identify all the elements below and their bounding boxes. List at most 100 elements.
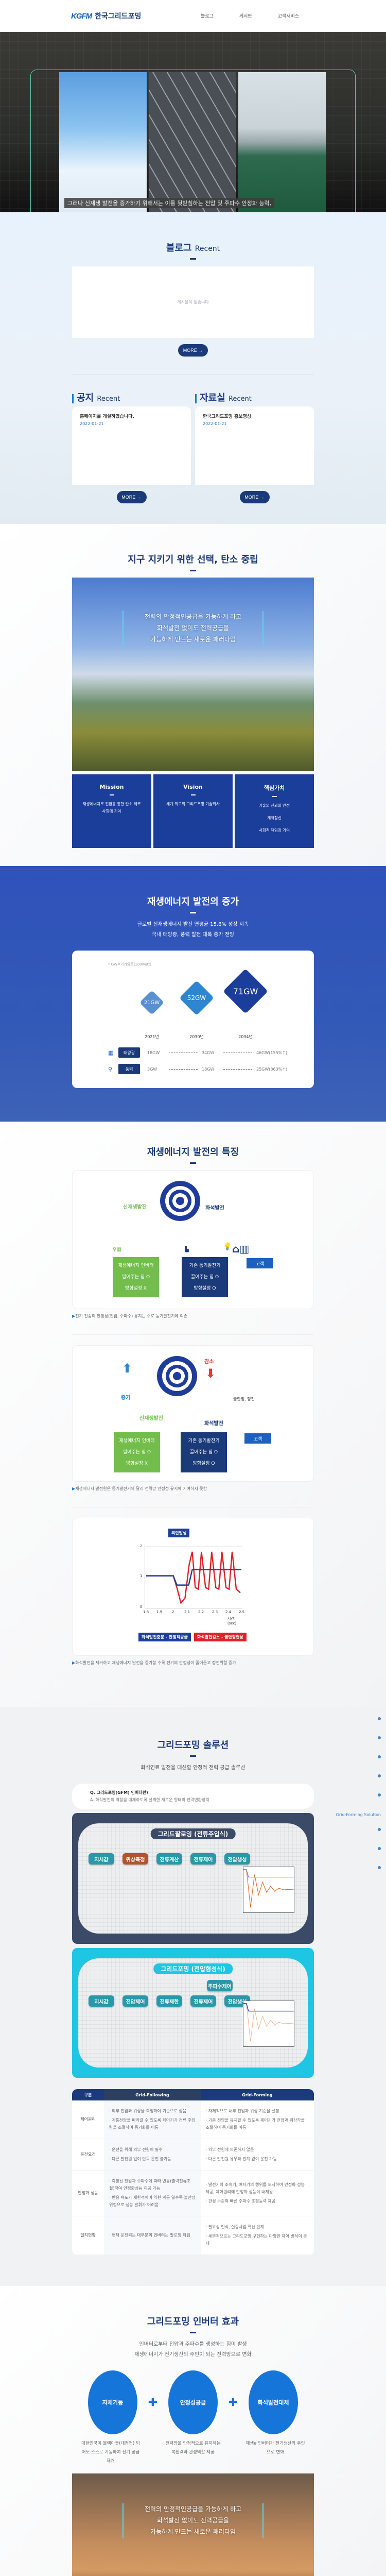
year-label: 2030년	[189, 1035, 204, 1039]
card-line: 사회적 책임과 기여	[259, 828, 290, 833]
section-title: 그리드포밍 솔루션	[157, 1740, 229, 1751]
power-tower-image: 전력의 안정적인공급을 가능하게 하고 화석발전 없이도 전력공급을 가능하게 …	[72, 2473, 314, 2576]
renewable-features-section: 재생에너지 발전의 특징 신재생발전 화석발전 ⚲▦ ▙ ⌂▥ 💡 재생에너지 …	[0, 1122, 386, 1707]
diamond-value: 71GW	[233, 986, 258, 996]
table-row: 운전요건 · 운전을 위해 외부 전원이 필수· 다른 발전원 없이 단독 운전…	[72, 2139, 314, 2171]
cell-text: · 현재 운전되는 대부분의 인버터는 팔로잉 타입	[109, 2233, 190, 2238]
archive-item-title[interactable]: 한국그리드포밍 홍보영상	[203, 414, 252, 419]
block: 전압생성	[224, 1853, 250, 1865]
grid-following-diagram: 그리드팔로잉 (전류주입식) 지시값 위상측정 전류계산 전류제어 전압생성	[72, 1813, 314, 1944]
dam-image	[238, 72, 326, 212]
core-values-card: 핵심가치 기술의 신뢰와 안정 개척정신 사회적 책임과 기여	[235, 774, 314, 848]
block: 전압제어	[122, 1995, 148, 2007]
cell-text: · 관성 수준의 빠른 주파수 조정능력 제공	[205, 2199, 276, 2204]
logo[interactable]: KGFM 한국그리드포밍	[71, 11, 141, 21]
diagram-canvas: 그리드팔로잉 (전류주입식) 지시값 위상측정 전류계산 전류제어 전압생성	[78, 1823, 308, 1934]
block: 전류제어	[190, 1995, 216, 2007]
notice-item-title[interactable]: 홈페이지를 개설하였습니다.	[80, 414, 134, 419]
separator	[72, 1334, 314, 1335]
y-tick: 0	[140, 1605, 143, 1609]
side-nav-dot[interactable]	[378, 1828, 381, 1831]
generator-box: 기존 동기발전기 끌어주는 힘 O 방향설정 O	[182, 1257, 228, 1297]
value-2034: 25GW(863%↑)	[256, 1066, 288, 1072]
recent-label: Recent	[97, 395, 120, 403]
nav-customer-service[interactable]: 고객서비스	[277, 14, 300, 19]
logo-text: 한국그리드포밍	[95, 12, 142, 21]
archive-title-text: 자료실	[200, 393, 225, 403]
archive-column: 자료실 Recent 한국그리드포밍 홍보영상 2022-01-21 MORE …	[195, 394, 314, 503]
section-subtitle: 글로벌 신재생에너지 발전 연평균 15.6% 성장 지속	[137, 922, 249, 927]
side-nav-dot[interactable]	[378, 1793, 381, 1797]
blog-title-text: 블로그	[166, 243, 192, 253]
fossil-label: 화석발전	[204, 1421, 223, 1427]
side-nav-dot[interactable]	[378, 1866, 381, 1869]
cell-text: · 외부 전원에 의존하지 않음	[205, 2147, 254, 2152]
site-header: KGFM 한국그리드포밍 블로그 게시판 고객서비스	[0, 0, 386, 32]
decrease-label: 감소	[204, 1359, 214, 1365]
customer-label: 고객	[244, 1433, 271, 1444]
vision-card: Vision 세계 최고의 그리드포밍 기술회사	[153, 774, 233, 848]
section-subtitle: 화석연료 발전을 대신할 안정적 전력 공급 솔루션	[141, 1765, 245, 1771]
side-nav-dot[interactable]	[378, 1755, 381, 1758]
nav-blog[interactable]: 블로그	[201, 14, 214, 19]
section-subtitle: 국내 태양광, 풍력 발전 대폭 증가 전망	[151, 932, 235, 938]
cell-text: · 계통전압을 따라갈 수 있도록 제어기가 전류 주입량을 조절하여 동기화를…	[109, 2118, 196, 2130]
x-tick: 2.4	[225, 1610, 232, 1614]
block-chain: 지시값 전압제어 전류제한 전류제어 전압생성	[89, 1995, 250, 2007]
quote-line: 화석발전 없이도 전력공급을	[156, 624, 230, 632]
blog-empty-text: 게시물이 없습니다	[177, 300, 209, 304]
table-header: Grid-Following	[104, 2089, 201, 2100]
side-nav-active-label[interactable]: Grid-Forming Solution	[336, 1812, 381, 1817]
effect-desc: 재생e 인버터가 전기생산의 주인으로 변화	[245, 2441, 305, 2455]
blog-more-button[interactable]: MORE →	[178, 344, 208, 357]
tug-of-war-diagram-1: 신재생발전 화석발전 ⚲▦ ▙ ⌂▥ 💡 재생에너지 인버터 밀어주는 힘 O …	[72, 1170, 314, 1309]
title-bar	[190, 258, 196, 260]
box-line: 방향설정 O	[192, 1461, 215, 1466]
effect-circle: 화석발전대체	[249, 2370, 298, 2434]
box-line: 기존 동기발전기	[189, 1263, 221, 1268]
box-line: 밀어주는 힘 O	[122, 1450, 151, 1455]
side-nav-dot[interactable]	[378, 1847, 381, 1850]
feature-note: 재생에너지 발전원은 동기발전기와 달리 전력망 안정성 유지에 기여하지 못함	[72, 1486, 314, 1492]
box-line: 재생에너지 인버터	[119, 1438, 155, 1444]
renewable-growth-section: 재생에너지 발전의 증가 글로벌 신재생에너지 발전 연평균 15.6% 성장 …	[0, 866, 386, 1122]
nav-board[interactable]: 게시판	[239, 14, 252, 19]
value-2030: 34GW	[202, 1050, 215, 1055]
paradigm-quote: 전력의 안정적인공급을 가능하게 하고 화석발전 없이도 전력공급을 가능하게 …	[122, 611, 264, 646]
side-nav-dot[interactable]	[378, 1736, 381, 1739]
quote-line: 전력의 안정적인공급을 가능하게 하고	[144, 613, 242, 620]
quote-line: 전력의 안정적인공급을 가능하게 하고	[144, 2505, 242, 2513]
notice-more-button[interactable]: MORE →	[116, 491, 147, 503]
wind-turbine-icon: ⚲	[108, 1065, 113, 1073]
mission-vision-row: Mission 재생에너지로 전환을 통한 탄소 제로 사회에 기여 Visio…	[72, 774, 314, 848]
cell-text: · 다른 발전원 유무와 관계 없이 운전 가능	[205, 2157, 277, 2161]
value-2034: 46GW(155%↑)	[256, 1050, 288, 1055]
main-nav: 블로그 게시판 고객서비스	[201, 12, 299, 19]
x-tick: 2	[172, 1610, 174, 1614]
solar-panel-icon: ▦	[108, 1049, 114, 1056]
target-icon	[160, 1181, 200, 1221]
card-title: Vision	[183, 784, 203, 790]
box-line: 밀어주는 힘 O	[121, 1275, 150, 1280]
archive-list: 한국그리드포밍 홍보영상 2022-01-21	[195, 406, 314, 485]
legend-unstable: 화석발전감소 - 불안정현상	[194, 1633, 247, 1641]
blog-list: 게시물이 없습니다	[72, 266, 314, 338]
archive-more-button[interactable]: MORE →	[239, 491, 270, 503]
renewable-label: 신재생발전	[123, 1205, 147, 1210]
growth-infographic: * GW=기가와트(109watt) 21GW 52GW 71GW 2021년 …	[72, 951, 314, 1088]
archive-title: 자료실 Recent	[195, 394, 314, 403]
box-line: 방향설정 X	[126, 1461, 148, 1466]
side-nav-dot[interactable]	[378, 1774, 381, 1777]
cell-text: · 기준 전압을 유지할 수 있도록 제어기가 전압과 위상각을 조절하여 동기…	[205, 2118, 305, 2130]
wind-row: ⚲ 풍력 3GW 18GW 25GW(863%↑)	[108, 1064, 287, 1074]
unstable-label: 불안정, 정전	[233, 1397, 255, 1401]
wind-turbine-image	[59, 72, 147, 212]
cell-text: · 반응 속도가 제한적이며 약한 계통 일수록 불안정 위험으로 성능 발휘가…	[109, 2195, 196, 2207]
archive-item[interactable]: 한국그리드포밍 홍보영상 2022-01-21	[195, 406, 314, 432]
title-bar	[190, 570, 196, 571]
side-nav-dot[interactable]	[378, 1717, 381, 1720]
recent-label: Recent	[228, 395, 252, 403]
effect-descriptions: 대한민국이 블랙아웃(대정전) 되어도 스스로 기동하여 전기 공급 재개 전력…	[0, 2439, 386, 2466]
hero-video[interactable]: 그러나 신재생 발전을 증가하기 위해서는 이를 뒷받침하는 전압 및 주파수 …	[0, 32, 386, 212]
notice-item[interactable]: 홈페이지를 개설하였습니다. 2022-01-21	[72, 406, 191, 432]
